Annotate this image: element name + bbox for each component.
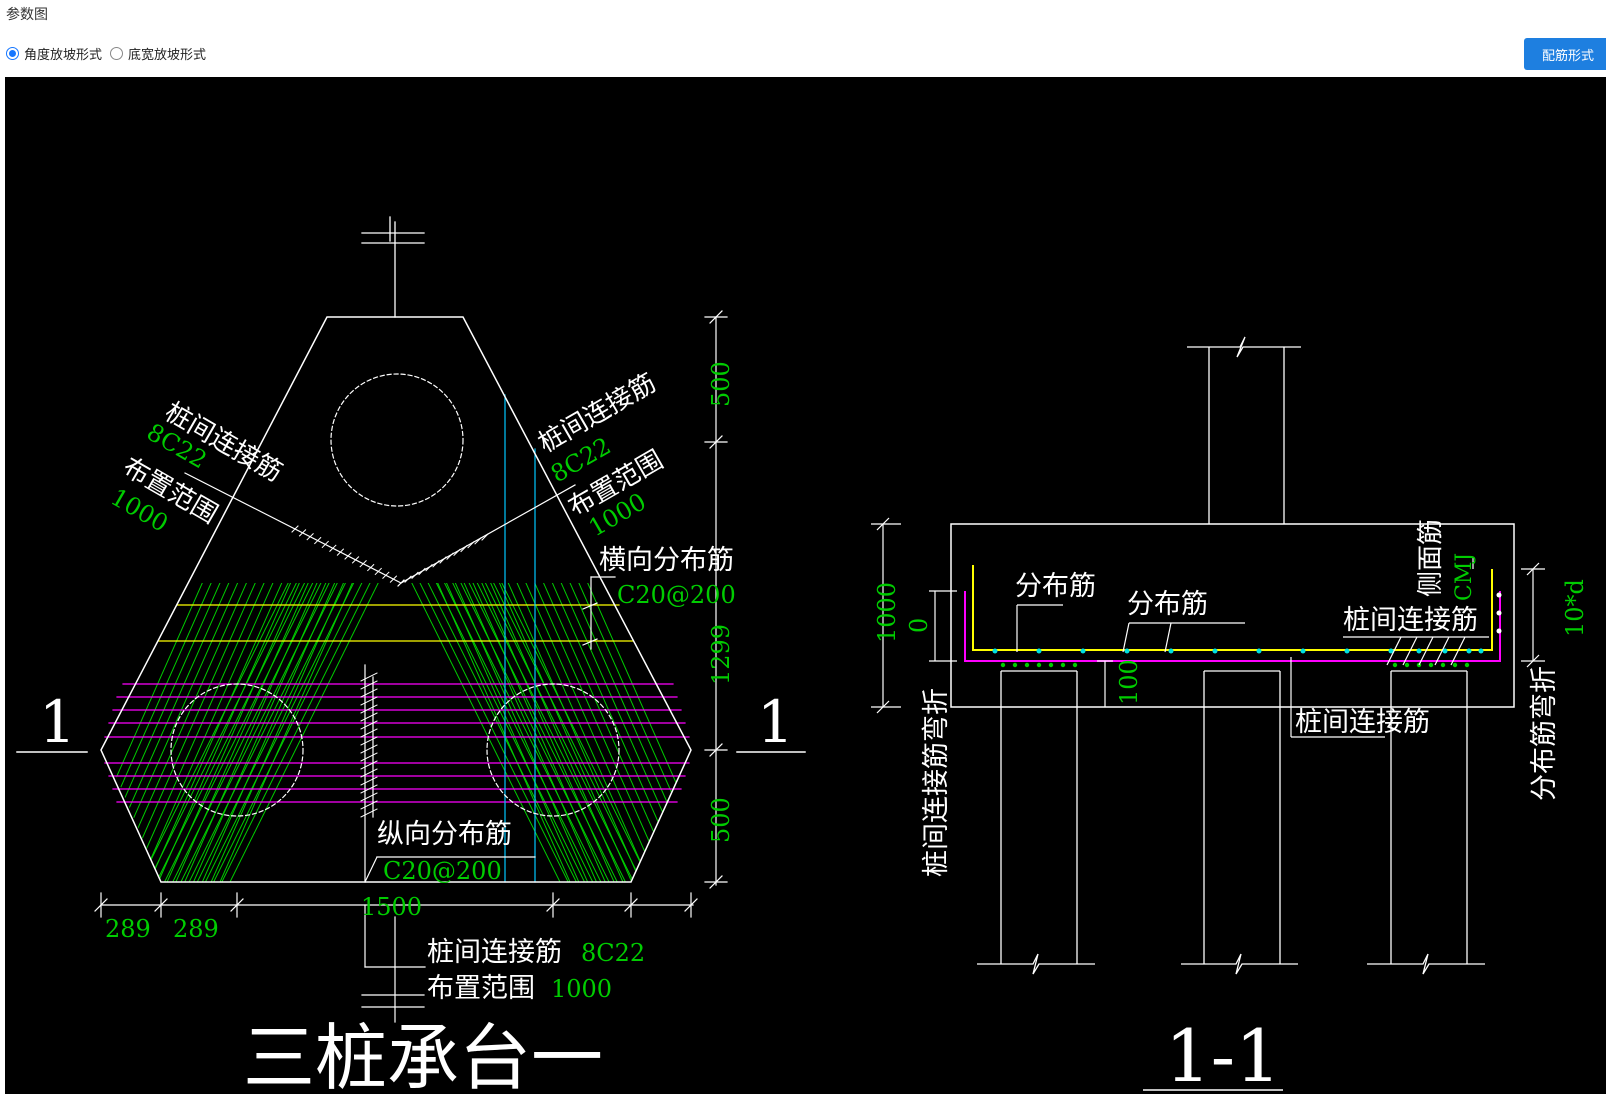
panel-title: 参数图 — [6, 7, 48, 23]
section-dim-100: 100 — [1115, 659, 1143, 705]
section-right-vertical-label: 分布筋弯折 — [1529, 666, 1560, 801]
longitudinal-spec: C20@200 — [383, 857, 502, 885]
bottom-range-label: 布置范围 — [427, 973, 535, 1004]
section-side-rebar-spec: CMJ — [1452, 553, 1477, 601]
radio-angle-slope-label: 角度放坡形式 — [24, 48, 103, 63]
cad-drawing: 1 1 桩间连接筋 8C22 布置范围 1000 桩间连接筋 8C22 布置范围… — [16, 216, 1589, 1094]
section-pile-conn-bottom: 桩间连接筋 — [1295, 707, 1430, 738]
section-title: 1-1 — [1165, 1014, 1281, 1094]
section-left-vertical-label: 桩间连接筋弯折 — [921, 688, 952, 877]
transverse-label: 横向分布筋 — [599, 545, 734, 576]
cyan-reference-lines — [504, 394, 536, 883]
section-pile-conn: 桩间连接筋 — [1343, 605, 1478, 636]
dim-b2: 289 — [173, 915, 219, 943]
section-mark-left: 1 — [39, 688, 76, 756]
section-piles — [977, 670, 1485, 975]
drawing-canvas[interactable]: 1 1 桩间连接筋 8C22 布置范围 1000 桩间连接筋 8C22 布置范围… — [5, 77, 1606, 1094]
section-dim-right — [1521, 562, 1545, 668]
section-connection-bar — [964, 591, 1501, 662]
dimension-right — [704, 310, 728, 889]
dim-b3: 1500 — [361, 893, 422, 921]
dim-b1: 289 — [105, 915, 151, 943]
plan-title: 三桩承台一 — [243, 1016, 603, 1094]
section-mark-right: 1 — [757, 688, 794, 756]
column-break-bottom — [361, 904, 426, 1023]
pile-cap-outline — [100, 316, 692, 883]
section-distribution-bar — [972, 565, 1493, 651]
section-bar-dots — [992, 592, 1502, 654]
section-dist-rebar-1: 分布筋 — [1015, 571, 1096, 602]
dim-bottom: 500 — [707, 797, 735, 843]
rebar-ticks — [291, 525, 489, 818]
section-view: 分布筋 分布筋 桩间连接筋 桩间连接筋 侧面筋 CMJ 1000 0 100 桩… — [871, 336, 1589, 1094]
radio-width-slope-label: 底宽放坡形式 — [128, 48, 207, 63]
section-cap — [950, 523, 1515, 708]
pile-circles — [170, 373, 620, 817]
dim-top: 500 — [707, 361, 735, 407]
bottom-rebar-spec: 8C22 — [581, 939, 645, 967]
longitudinal-leader — [364, 856, 536, 883]
slope-mode-radio-group: 角度放坡形式 底宽放坡形式 — [6, 44, 214, 63]
radio-width-slope[interactable]: 底宽放坡形式 — [110, 44, 206, 63]
bottom-rebar-label: 桩间连接筋 — [427, 937, 562, 968]
radio-unchecked-icon[interactable] — [110, 47, 124, 60]
longitudinal-bars-yellow — [158, 604, 634, 642]
section-green-dots — [1000, 662, 1470, 668]
dimension-bottom — [94, 892, 698, 918]
section-dist-rebar-2: 分布筋 — [1127, 589, 1208, 620]
section-column — [1187, 336, 1301, 524]
bottom-range-value: 1000 — [551, 975, 612, 1003]
section-dim-height: 1000 — [873, 582, 901, 643]
section-dim-zero: 0 — [905, 618, 933, 633]
radio-checked-icon[interactable] — [6, 47, 19, 60]
section-leaders — [1016, 557, 1489, 738]
radio-angle-slope[interactable]: 角度放坡形式 — [6, 44, 102, 63]
column-break-top — [361, 216, 425, 318]
transverse-spec: C20@200 — [617, 581, 736, 609]
plan-view: 1 1 桩间连接筋 8C22 布置范围 1000 桩间连接筋 8C22 布置范围… — [16, 216, 806, 1094]
dim-mid: 1299 — [707, 624, 735, 685]
section-side-rebar: 侧面筋 — [1416, 519, 1446, 597]
transverse-distribution-bars — [104, 683, 690, 803]
longitudinal-label: 纵向分布筋 — [377, 819, 512, 850]
section-dim-left — [871, 517, 1113, 714]
transverse-leader — [582, 576, 616, 650]
rebar-form-button[interactable]: 配筋形式 — [1524, 38, 1606, 70]
section-right-dim: 10*d — [1561, 579, 1589, 637]
